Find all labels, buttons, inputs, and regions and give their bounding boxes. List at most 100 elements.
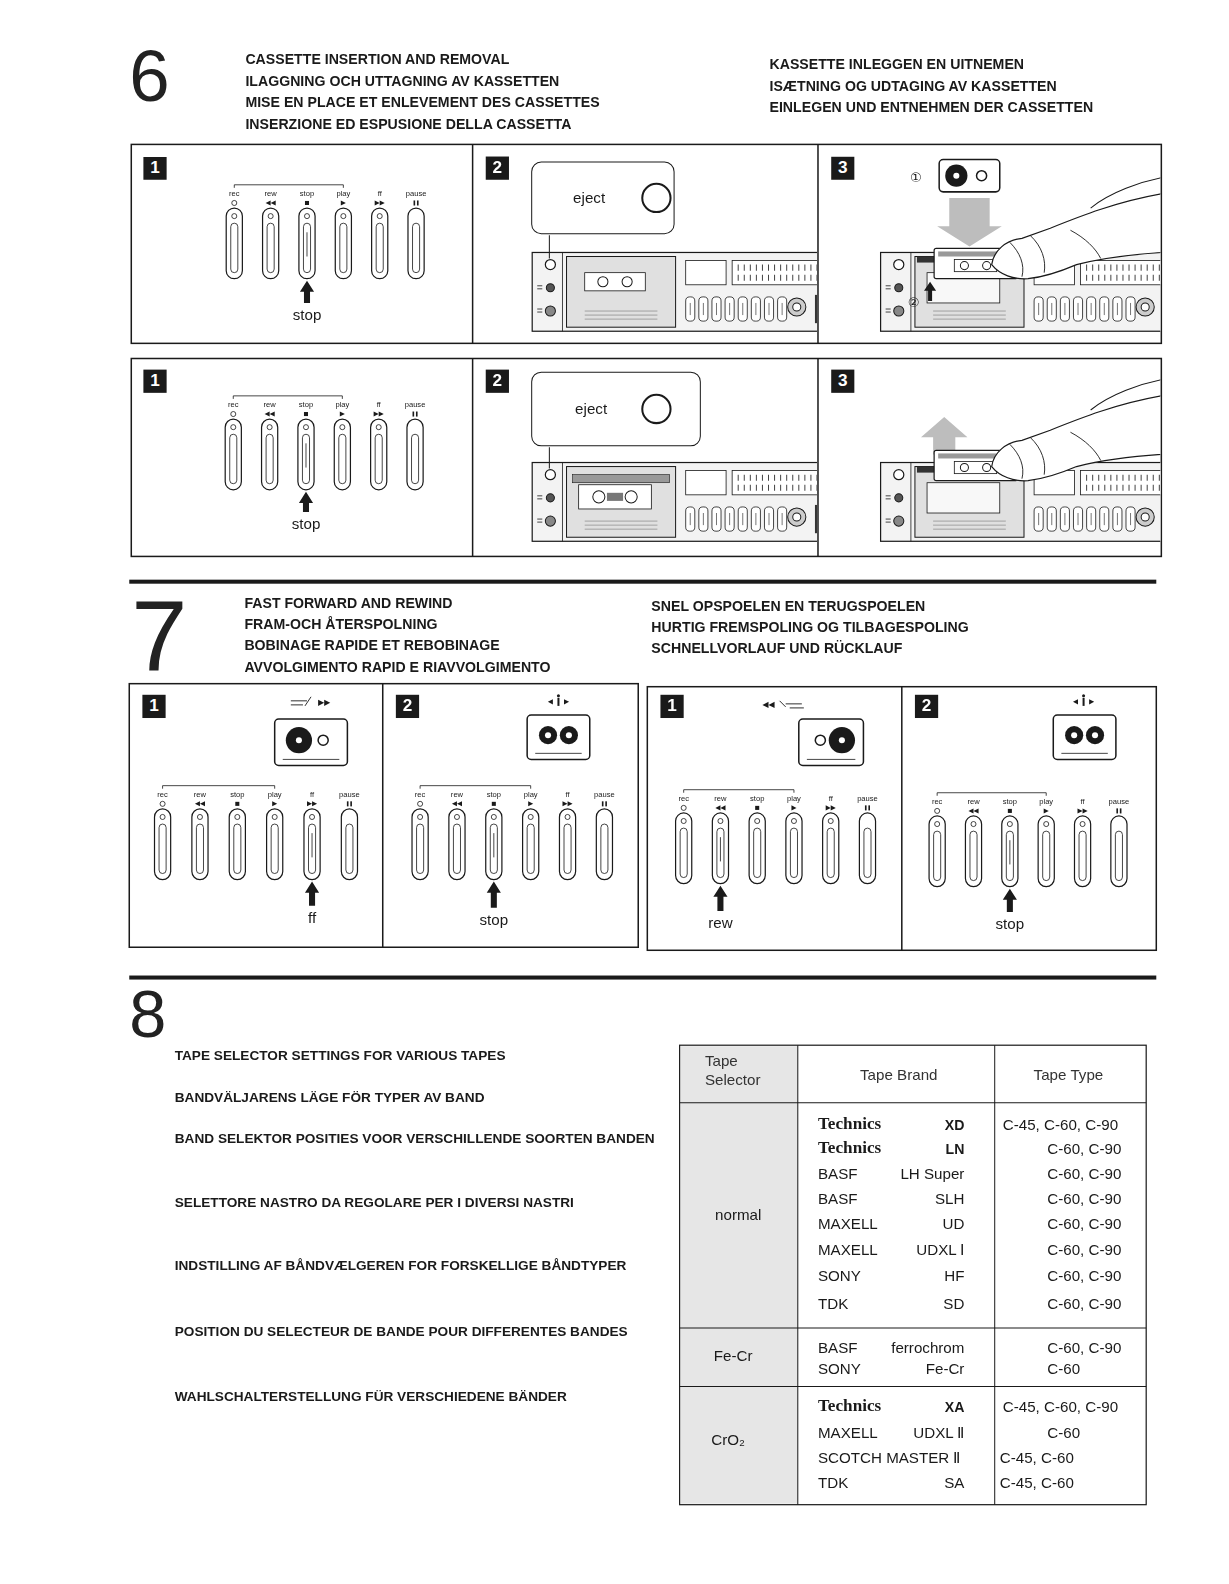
stop-symbol	[304, 412, 308, 416]
deck-button	[699, 297, 708, 321]
ff-symbol	[379, 412, 384, 417]
button-slot	[375, 434, 382, 483]
button-label: ff	[829, 794, 833, 803]
tape-type: C-60, C-90	[1047, 1266, 1121, 1284]
button-slot	[417, 824, 424, 873]
button-dot	[272, 814, 277, 819]
reel-hub	[566, 732, 572, 738]
button-slot	[717, 828, 724, 877]
tape-type: C-60	[1047, 1424, 1080, 1442]
transport-button	[559, 809, 575, 880]
button-mark	[720, 837, 721, 861]
tape-brand: MAXELL	[818, 1424, 878, 1442]
pause-symbol	[413, 412, 415, 417]
meter-tick	[756, 275, 757, 281]
button-row	[226, 185, 424, 303]
meter-tick	[1122, 275, 1123, 281]
button-dot	[376, 425, 381, 430]
tape-reel	[960, 262, 968, 270]
tape-reel-full	[560, 726, 578, 744]
door-print	[585, 315, 658, 316]
meter-tick	[762, 485, 763, 491]
remove-arrow	[921, 417, 967, 454]
tape-model: SLH	[935, 1190, 964, 1208]
button-name: stop	[292, 515, 321, 533]
meter-tick	[798, 485, 799, 491]
play-symbol	[791, 805, 796, 810]
table-rule	[797, 1045, 798, 1504]
meter-tick	[762, 475, 763, 481]
button-label: play	[336, 189, 350, 198]
deck-knob	[1136, 508, 1154, 526]
button-dot	[304, 214, 309, 219]
deck-body	[532, 463, 817, 542]
meter-tick	[1104, 275, 1105, 281]
door-arrow	[924, 282, 936, 301]
meter-tick	[1116, 265, 1117, 271]
deck-mark	[886, 495, 891, 496]
button-slot	[159, 824, 166, 873]
meter-tick	[1110, 275, 1111, 281]
ff-symbol	[312, 801, 317, 806]
meter-tick	[768, 275, 769, 281]
eject-button	[894, 260, 904, 270]
deck-button-line	[1130, 303, 1131, 315]
transport-button	[1074, 816, 1090, 887]
deck-button-line	[1064, 303, 1065, 315]
door-print	[933, 311, 1006, 312]
deck-knob	[545, 306, 555, 316]
button-label: play	[335, 400, 349, 409]
button-slot	[302, 434, 309, 483]
hand	[992, 380, 1161, 481]
cassette-shell	[1053, 715, 1116, 759]
button-label: stop	[750, 794, 764, 803]
deck-button-line	[769, 303, 770, 315]
button-slot	[376, 223, 383, 272]
transport-button	[1002, 816, 1018, 887]
door-print	[585, 319, 658, 320]
deck-button	[738, 297, 747, 321]
deck-line	[910, 463, 911, 542]
eject-button	[545, 260, 555, 270]
button-slot	[1006, 831, 1013, 880]
meter-tick	[1141, 265, 1142, 271]
cassette-label	[573, 475, 670, 483]
hand	[992, 178, 1161, 279]
deck-button-line	[1117, 513, 1118, 525]
meter-tick	[786, 485, 787, 491]
door-print	[933, 521, 1006, 522]
button-label: pause	[857, 794, 878, 803]
transport-button	[192, 809, 208, 880]
button-row	[676, 790, 876, 911]
step-badge: 2	[486, 370, 509, 393]
deck-button	[725, 297, 734, 321]
deck-button-line	[703, 513, 704, 525]
meter-tick	[750, 475, 751, 481]
meter-tick	[780, 485, 781, 491]
tape-reel-full	[286, 727, 312, 753]
transport-button	[823, 813, 839, 884]
ff-symbol	[568, 801, 573, 806]
cassette-shell	[527, 715, 590, 759]
deck-knob	[546, 284, 554, 292]
tape-brand: SONY	[818, 1360, 861, 1378]
meter-tick	[762, 265, 763, 271]
section-number: 6	[129, 39, 169, 112]
deck-button-line	[1078, 513, 1079, 525]
tape-reel	[960, 464, 968, 472]
transport-button	[449, 809, 465, 880]
button-dot	[935, 822, 940, 827]
meter-tick	[810, 485, 811, 491]
deck-button-line	[1130, 513, 1131, 525]
ff-symbol	[562, 801, 567, 806]
ff-symbol	[324, 700, 330, 706]
section-heading: CASSETTE INSERTION AND REMOVAL	[245, 50, 509, 67]
selector-value: Fe-Cr	[714, 1347, 753, 1365]
deck-button	[764, 507, 773, 531]
button-slot	[1115, 831, 1122, 880]
meter-tick	[1141, 475, 1142, 481]
button-slot	[231, 223, 238, 272]
button-label: play	[268, 790, 282, 799]
rew-symbol	[720, 805, 725, 810]
thumb-line	[1070, 230, 1100, 258]
